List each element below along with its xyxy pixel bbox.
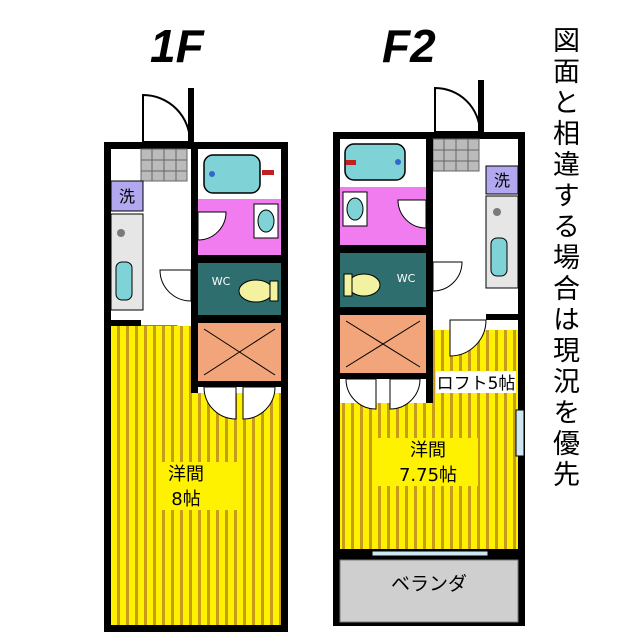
floor-1-tank-icon bbox=[269, 280, 279, 302]
floor-2-closet-door-a bbox=[345, 378, 377, 410]
floor-2-drain-icon bbox=[395, 159, 401, 165]
floor-2-washroom-door bbox=[397, 199, 427, 229]
floor-2-toilet-door bbox=[432, 261, 463, 292]
floor-1-laundry-label: 洗 bbox=[119, 187, 135, 206]
floor-1-entry-tiles bbox=[140, 148, 188, 182]
floor-2-room-door bbox=[449, 319, 487, 357]
floor-1-wall-b bbox=[198, 315, 281, 323]
floor-2-bathtub-icon bbox=[344, 143, 406, 181]
floor-1-bathtub-icon bbox=[203, 154, 261, 194]
floor-2-room-label-bg bbox=[378, 438, 478, 486]
floor-1-door-jamb bbox=[188, 88, 194, 148]
floor-2-door-jamb bbox=[478, 80, 484, 138]
floor-2-divider-right bbox=[486, 314, 518, 320]
floor-1-plan: 1F 洗 WC bbox=[104, 20, 288, 632]
floor-2-wall-a bbox=[340, 245, 426, 253]
floor-1-stove-icon bbox=[117, 229, 125, 237]
floor-1-toilet-icon bbox=[238, 279, 274, 303]
floor-2-toilet-icon bbox=[347, 273, 381, 297]
floor-1-storage-cross-b bbox=[203, 328, 276, 376]
floor-2-veranda bbox=[339, 559, 519, 623]
floor-2-entrance-door bbox=[434, 86, 482, 133]
floor-2-stove-icon bbox=[493, 208, 501, 216]
floor-2-veranda-label: ベランダ bbox=[391, 573, 467, 595]
floor-1-faucet-icon bbox=[262, 170, 274, 175]
floor-2-window bbox=[515, 409, 525, 457]
floor-2-loft-label-bg bbox=[436, 371, 516, 393]
floor-2-plan: F2 洗 bbox=[333, 20, 525, 626]
floor-2-basin-icon bbox=[346, 197, 364, 221]
floor-1-washroom-door bbox=[197, 211, 227, 241]
floor-2-room-name: 洋間 bbox=[410, 440, 446, 461]
floor-2-loft-label: ロフト5帖 bbox=[437, 374, 516, 394]
floor-2-partition-wall bbox=[426, 139, 433, 403]
floor-2-balcony-door bbox=[371, 550, 489, 557]
floor-1-sink-icon bbox=[115, 261, 133, 301]
floor-2-room-size: 7.75帖 bbox=[399, 465, 457, 486]
floor-2-entry-tiles bbox=[432, 138, 480, 172]
floor-1-wall-c bbox=[198, 381, 281, 387]
floor-1-room-size: 8帖 bbox=[171, 489, 200, 510]
floor-1-wc-label: WC bbox=[212, 275, 231, 288]
floor-1-closet-door-b bbox=[242, 386, 276, 420]
floor-1-toilet-door bbox=[159, 269, 192, 302]
floor-2-laundry-label: 洗 bbox=[494, 171, 510, 190]
floor-1-laundry-tag bbox=[110, 180, 144, 212]
floor-2-title: F2 bbox=[382, 20, 436, 72]
floor-1-basin-icon bbox=[257, 209, 275, 233]
disclaimer-note: 図面と相違する場合は現況を優先 bbox=[548, 26, 579, 491]
floor-1-room-label-bg bbox=[158, 462, 238, 510]
floor-1-divider-left bbox=[111, 320, 141, 326]
floor-1-partition-wall bbox=[191, 149, 198, 393]
floor-2-wc-label: WC bbox=[397, 272, 416, 285]
floor-2-tank-icon bbox=[343, 273, 353, 297]
floor-2-faucet-icon bbox=[346, 160, 356, 165]
floor-2-closet-door-b bbox=[389, 378, 421, 410]
floor-1-title: 1F bbox=[150, 20, 206, 72]
floor-2-sink-icon bbox=[490, 237, 508, 277]
floor-2-laundry-tag bbox=[485, 165, 519, 195]
floor-1-entrance-door bbox=[142, 93, 192, 143]
floor-2-wall-b bbox=[340, 307, 426, 315]
floor-2-storage-cross-b bbox=[345, 320, 421, 368]
floor-1-closet-door-a bbox=[203, 386, 237, 420]
floor-2-wall-c bbox=[340, 373, 426, 379]
floor-1-wall-a bbox=[198, 255, 281, 263]
floor-1-drain-icon bbox=[209, 171, 215, 177]
floor-1-room-name: 洋間 bbox=[168, 464, 204, 485]
